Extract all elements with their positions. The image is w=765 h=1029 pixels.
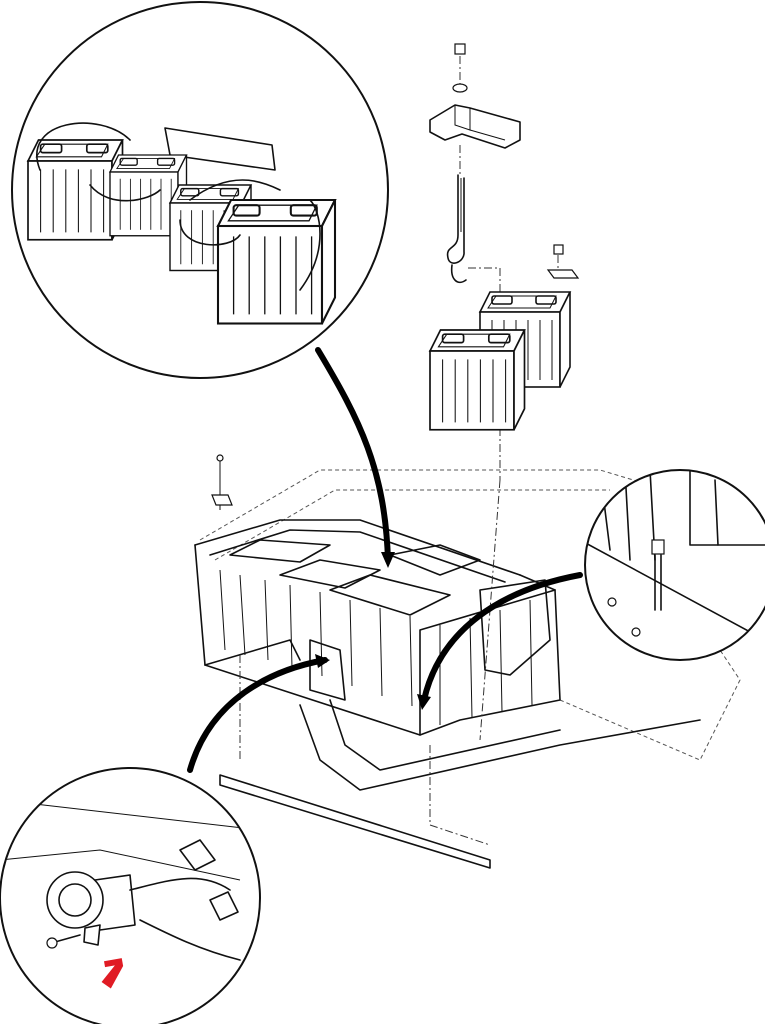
battery-pair [429,291,571,431]
tray-bolt [211,454,233,510]
battery-wiring-detail [11,1,389,379]
connector-mount-detail [0,767,261,1029]
hold-down-rod-detail [584,469,765,661]
nut-icon [454,43,466,55]
rod-icon [446,174,467,284]
bracket-icon [429,104,521,149]
red-arrow-icon [101,958,124,989]
hold-down-hardware [429,43,580,480]
washer-icon [452,83,468,93]
bolt-icon [46,934,81,949]
battery-tray [194,454,741,869]
